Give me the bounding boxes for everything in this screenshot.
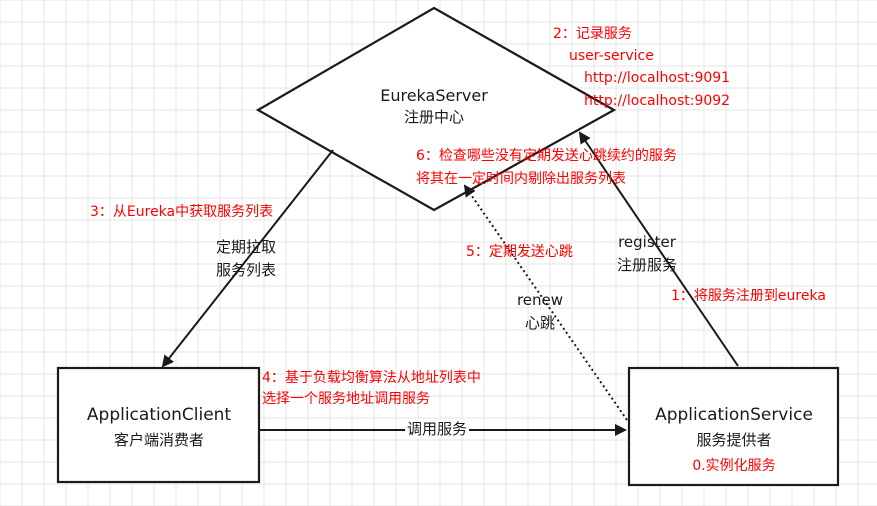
step0-instantiate-service: 0.实例化服务	[692, 458, 776, 474]
application-client-title: ApplicationClient	[86, 405, 232, 425]
register-label-line1: register	[618, 233, 676, 251]
step2-url-1: http://localhost:9091	[584, 70, 731, 86]
step2-url-2: http://localhost:9092	[584, 93, 731, 109]
application-client-subtitle: 客户端消费者	[113, 431, 205, 449]
eureka-server-diamond	[255, 6, 617, 212]
pull-label-line1: 定期拉取	[215, 238, 277, 256]
application-service-title: ApplicationService	[655, 405, 813, 425]
register-label-line2: 注册服务	[616, 256, 678, 274]
application-client-box	[56, 366, 261, 484]
step2-title: 2：记录服务	[553, 26, 632, 42]
pull-label-line2: 服务列表	[215, 261, 277, 279]
step2-service-name: user-service	[569, 48, 654, 64]
step6-line1: 6：检查哪些没有定期发送心跳续约的服务	[416, 148, 677, 164]
pull-service-list-arrow	[161, 149, 334, 368]
step4-line2: 选择一个服务地址调用服务	[262, 391, 430, 407]
eureka-server-title: EurekaServer	[380, 86, 488, 105]
step6-line2: 将其在一定时间内剔除出服务列表	[416, 171, 626, 187]
register-arrow	[578, 131, 739, 367]
step5-label: 5：定期发送心跳	[466, 244, 573, 260]
application-service-box	[627, 366, 840, 487]
step1-label: 1：将服务注册到eureka	[671, 288, 826, 304]
step3-label: 3：从Eureka中获取服务列表	[90, 204, 274, 220]
invoke-label: 调用服务	[405, 420, 470, 438]
renew-label-line1: renew	[516, 291, 564, 309]
step4-line1: 4：基于负载均衡算法从地址列表中	[262, 370, 481, 386]
application-service-subtitle: 服务提供者	[696, 431, 772, 449]
eureka-server-subtitle: 注册中心	[403, 108, 465, 126]
renew-label-line2: 心跳	[524, 314, 556, 332]
